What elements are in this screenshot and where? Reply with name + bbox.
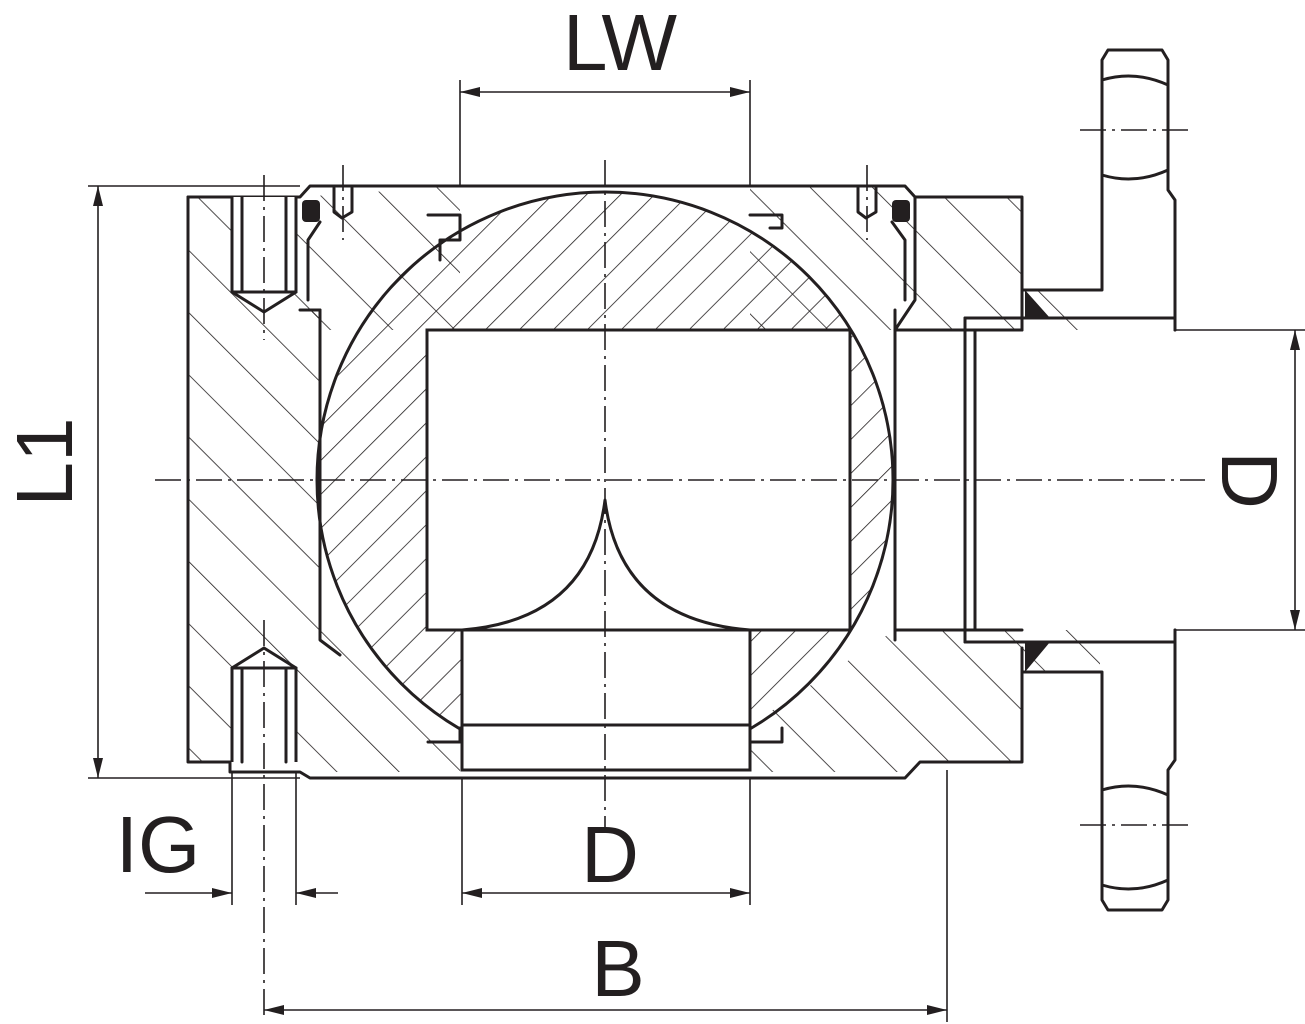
dimension-lw: LW xyxy=(459,0,751,186)
dimension-l1: L1 xyxy=(0,185,300,779)
label-lw: LW xyxy=(563,0,678,87)
dimension-b: B xyxy=(264,770,948,1022)
seat-rings xyxy=(302,200,910,744)
label-d-right: D xyxy=(1205,451,1294,509)
dimension-ig: IG xyxy=(116,772,338,905)
threaded-holes xyxy=(230,175,298,1020)
label-ig: IG xyxy=(116,800,200,889)
outlet-flange xyxy=(963,48,1190,912)
dimension-d-bottom: D xyxy=(461,778,751,905)
label-l1: L1 xyxy=(0,418,89,507)
dimension-d-outlet: D xyxy=(1175,329,1305,631)
label-b: B xyxy=(591,924,644,1013)
centre-lines xyxy=(155,160,1205,830)
set-screws xyxy=(332,165,878,240)
label-d-bottom: D xyxy=(581,810,639,899)
